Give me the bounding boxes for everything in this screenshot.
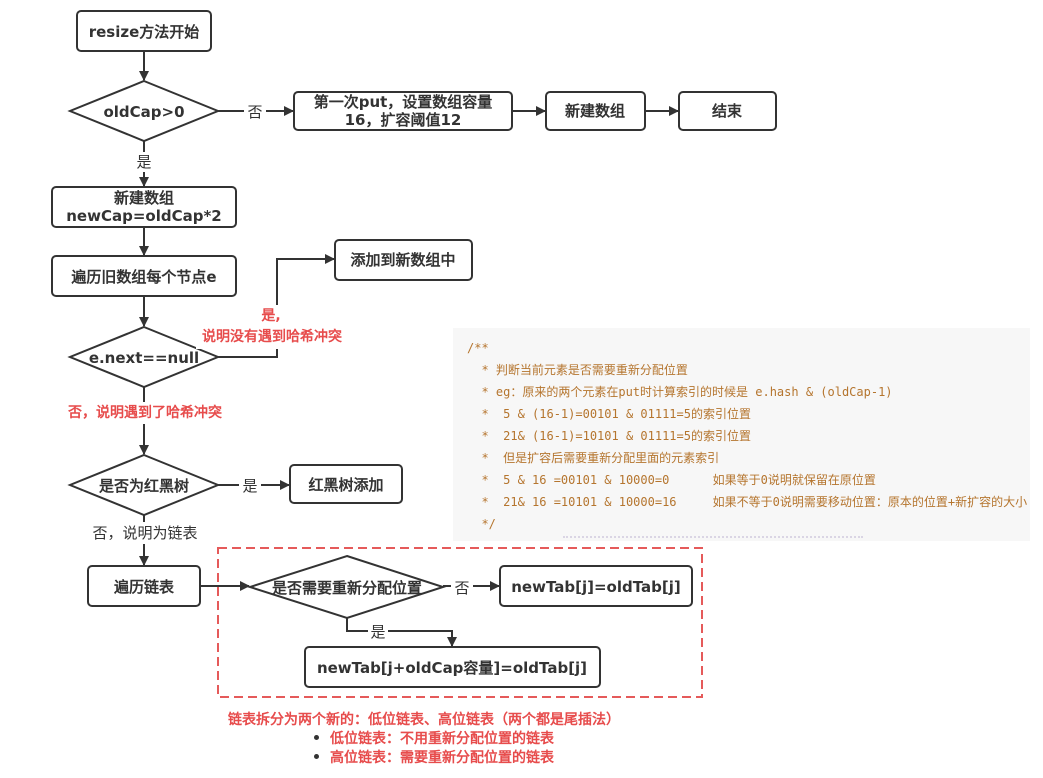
edge-label-realloc-yes: 是 <box>370 623 385 641</box>
code-comment-block: /** * 判断当前元素是否需要重新分配位置 * eg：原来的两个元素在put时… <box>453 328 1030 541</box>
node-first-put-line2: 16，扩容阈值12 <box>345 111 462 129</box>
node-rbtree-add: 红黑树添加 <box>289 464 403 504</box>
code-line: * 但是扩容后需要重新分配里面的元素索引 <box>467 451 720 465</box>
node-new-array-double-line1: 新建数组 <box>114 189 174 207</box>
code-line: */ <box>467 517 496 531</box>
code-line: * 5 & (16-1)=00101 & 01111=5的索引位置 <box>467 407 751 421</box>
node-high-assign: newTab[j+oldCap容量]=oldTab[j] <box>304 646 601 688</box>
edge-label-realloc-no: 否 <box>454 579 469 597</box>
code-line: /** <box>467 341 489 355</box>
edge-label-oldcap-yes: 是 <box>136 153 151 171</box>
edge-label-nextnull-yes-line2: 说明没有遇到哈希冲突 <box>202 328 342 345</box>
node-traverse-old-array: 遍历旧数组每个节点e <box>51 255 237 297</box>
node-end-label: 结束 <box>712 102 743 120</box>
code-line: * 21& (16-1)=10101 & 01111=5的索引位置 <box>467 429 751 443</box>
notes-item-high: 高位链表：需要重新分配位置的链表 <box>314 747 554 767</box>
notes-item-high-text: 高位链表：需要重新分配位置的链表 <box>330 750 554 766</box>
edge-label-rbtree-no: 否，说明为链表 <box>92 524 197 542</box>
node-first-put: 第一次put，设置数组容量 16，扩容阈值12 <box>293 91 513 131</box>
edge-label-nextnull-no: 否，说明遇到了哈希冲突 <box>67 404 222 421</box>
decision-oldcap-label: oldCap>0 <box>103 103 184 121</box>
notes-item-low: 低位链表：不用重新分配位置的链表 <box>314 728 554 748</box>
edge-label-oldcap-no: 否 <box>247 103 262 121</box>
node-new-array-init: 新建数组 <box>545 91 646 131</box>
edge-label-rbtree-yes: 是 <box>242 477 257 495</box>
decision-rbtree: 是否为红黑树 <box>67 453 221 517</box>
node-start-label: resize方法开始 <box>89 23 200 41</box>
decision-next-null: e.next==null <box>67 325 221 389</box>
node-low-assign-label: newTab[j]=oldTab[j] <box>511 578 680 596</box>
code-line: * 21& 16 =10101 & 10000=16 如果不等于0说明需要移动位… <box>467 495 1028 509</box>
node-start: resize方法开始 <box>76 10 212 52</box>
node-new-array-double-line2: newCap=oldCap*2 <box>66 207 221 225</box>
node-end: 结束 <box>678 91 777 131</box>
code-cutoff-line <box>563 536 863 541</box>
code-line: * 5 & 16 =00101 & 10000=0 如果等于0说明就保留在原位置 <box>467 473 876 487</box>
edge-label-nextnull-yes-line1: 是, <box>261 308 280 324</box>
node-first-put-line1: 第一次put，设置数组容量 <box>314 93 493 111</box>
node-traverse-list-label: 遍历链表 <box>113 578 175 596</box>
notes-item-low-text: 低位链表：不用重新分配位置的链表 <box>330 731 554 747</box>
node-new-array-double: 新建数组 newCap=oldCap*2 <box>51 186 237 228</box>
decision-rbtree-label: 是否为红黑树 <box>98 477 189 495</box>
edge-realloc-yes <box>346 618 457 647</box>
node-traverse-old-array-label: 遍历旧数组每个节点e <box>70 268 216 286</box>
decision-oldcap: oldCap>0 <box>67 79 221 143</box>
node-add-to-new-array-label: 添加到新数组中 <box>350 251 455 269</box>
node-new-array-init-label: 新建数组 <box>565 102 625 120</box>
decision-realloc: 是否需要重新分配位置 <box>246 554 447 620</box>
decision-realloc-label: 是否需要重新分配位置 <box>271 579 422 597</box>
bullet-icon <box>314 754 319 759</box>
notes-heading: 链表拆分为两个新的：低位链表、高位链表（两个都是尾插法） <box>228 712 620 728</box>
node-low-assign: newTab[j]=oldTab[j] <box>499 565 693 607</box>
code-line: * eg：原来的两个元素在put时计算索引的时候是 e.hash & (oldC… <box>467 385 893 399</box>
realloc-group-frame <box>217 547 703 698</box>
node-add-to-new-array: 添加到新数组中 <box>334 239 473 281</box>
decision-next-null-label: e.next==null <box>89 349 199 367</box>
node-rbtree-add-label: 红黑树添加 <box>308 476 383 494</box>
node-high-assign-label: newTab[j+oldCap容量]=oldTab[j] <box>317 659 587 677</box>
node-traverse-list: 遍历链表 <box>87 565 201 607</box>
bullet-icon <box>314 735 319 740</box>
code-line: * 判断当前元素是否需要重新分配位置 <box>467 363 688 377</box>
